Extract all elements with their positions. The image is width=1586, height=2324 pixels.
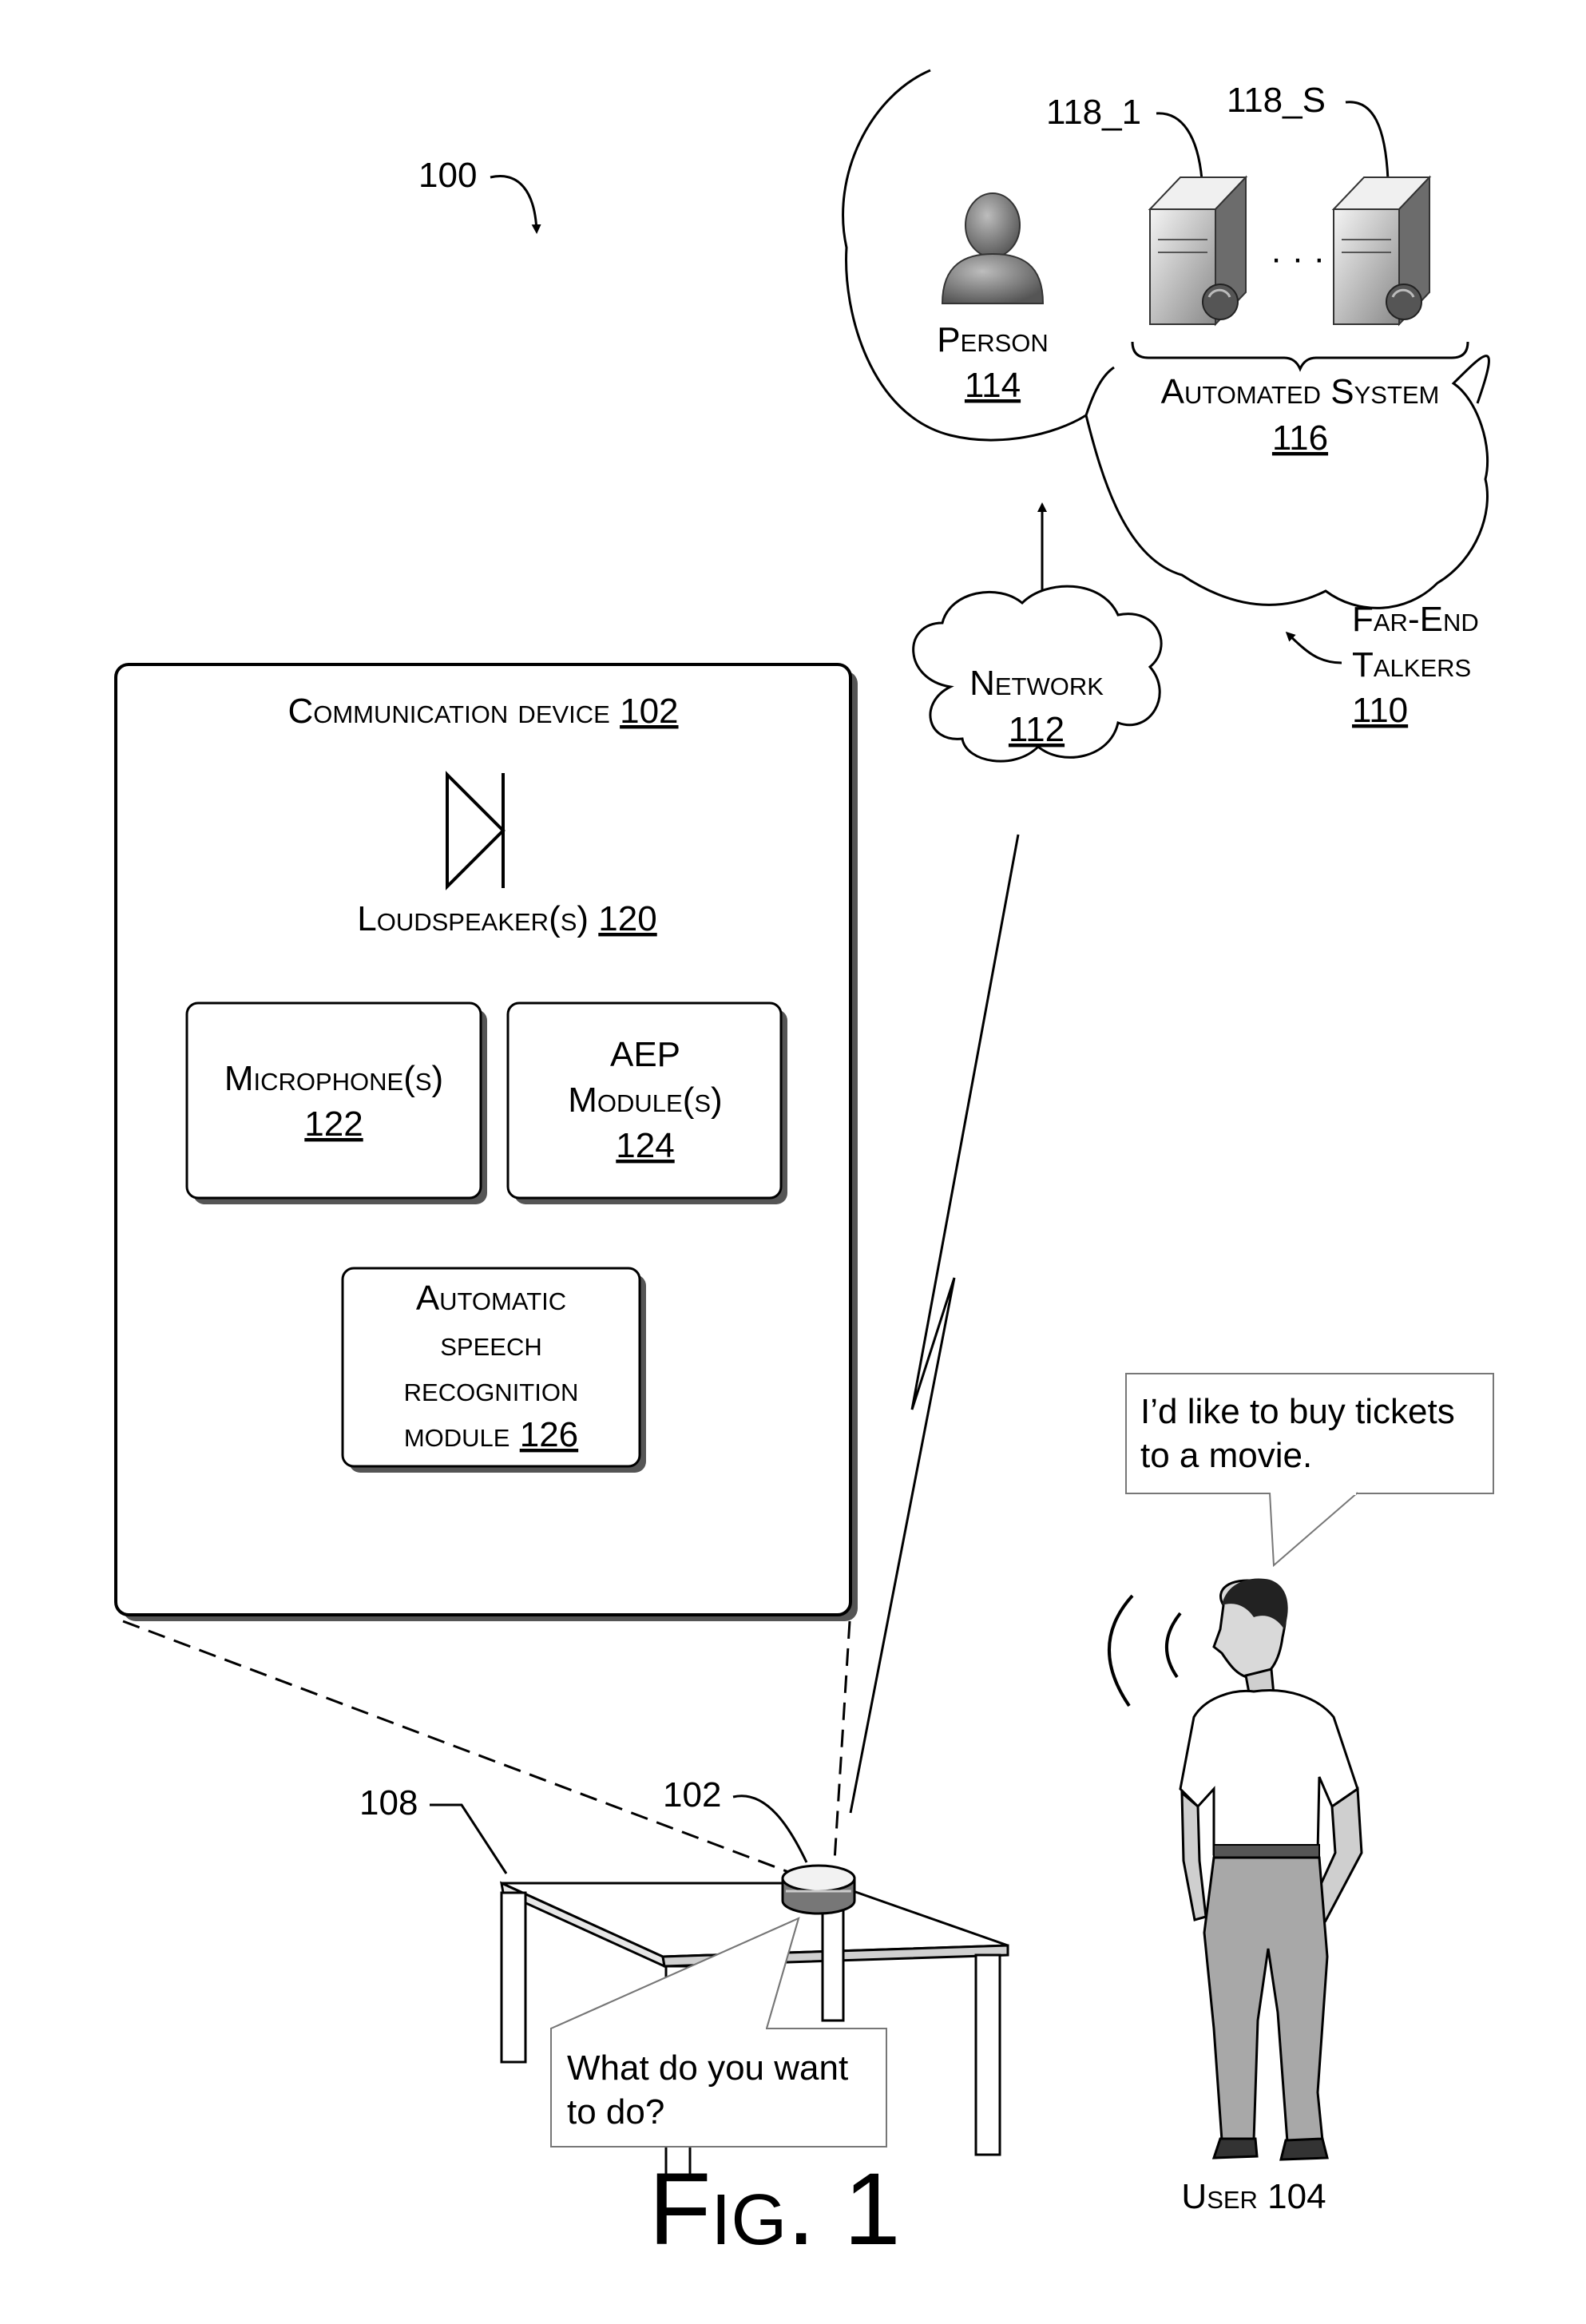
user-bubble-line1: I’d like to buy tickets xyxy=(1140,1392,1455,1431)
server-icon xyxy=(1334,177,1429,324)
device-ref: 102 xyxy=(663,1775,721,1814)
device-bubble-line1: What do you want xyxy=(567,2048,848,2088)
aep-ref: 124 xyxy=(616,1126,674,1165)
device-ref-leader xyxy=(733,1796,807,1862)
network-label: Network xyxy=(969,664,1104,703)
projection-line-right xyxy=(835,1621,850,1861)
figure-label: Fig. 1 xyxy=(648,2152,901,2266)
microphone-ref: 122 xyxy=(304,1104,363,1144)
table-ref: 108 xyxy=(359,1783,418,1822)
network-ref: 112 xyxy=(1009,710,1065,749)
aep-label-line2: Module(s) xyxy=(568,1081,722,1120)
user-figure-icon xyxy=(1180,1579,1362,2159)
talkers-label-line2: Talkers xyxy=(1352,645,1471,684)
asr-module-box: Automatic speech recognition module 126 xyxy=(343,1268,646,1473)
asr-label-line2: speech xyxy=(440,1324,541,1363)
talkers-leader xyxy=(1287,633,1342,663)
loudspeaker-label: Loudspeaker(s) 120 xyxy=(357,899,656,938)
server-ellipsis: · · · xyxy=(1271,239,1325,278)
ref-100: 100 xyxy=(418,156,537,232)
table-leg xyxy=(976,1955,1000,2155)
server-first-ref: 118_1 xyxy=(1046,93,1141,132)
server-first-leader xyxy=(1156,113,1202,180)
user-label: User 104 xyxy=(1181,2177,1326,2216)
far-end-cloud: Person 114 118_1 118_S · · · xyxy=(843,70,1489,608)
device-icon xyxy=(783,1866,854,1914)
person-label: Person xyxy=(937,320,1049,359)
asr-label-line1: Automatic xyxy=(416,1279,566,1318)
network-cloud: Network 112 xyxy=(914,586,1161,761)
sound-waves-icon xyxy=(1109,1596,1180,1706)
person-ref: 114 xyxy=(965,366,1021,405)
microphone-box: Microphone(s) 122 xyxy=(187,1003,487,1204)
table-ref-leader xyxy=(430,1805,506,1874)
talkers-label-line1: Far-End xyxy=(1352,600,1479,639)
aep-module-box: AEP Module(s) 124 xyxy=(508,1003,787,1204)
projection-line-left xyxy=(123,1621,791,1873)
server-icon xyxy=(1150,177,1246,324)
system-label: Automated System xyxy=(1161,372,1440,411)
talkers-ref: 110 xyxy=(1352,691,1408,730)
asr-label-line4: module 126 xyxy=(404,1415,578,1454)
table-leg xyxy=(823,1901,843,2021)
wireless-link xyxy=(850,835,1018,1813)
aep-label-line1: AEP xyxy=(610,1035,680,1074)
ref-100-leader xyxy=(490,176,537,232)
asr-label-line3: recognition xyxy=(404,1370,579,1409)
system-ref: 116 xyxy=(1272,418,1328,458)
far-end-talkers: Far-End Talkers 110 xyxy=(1287,600,1479,730)
ref-100-label: 100 xyxy=(418,156,477,195)
user-speech-bubble: I’d like to buy tickets to a movie. xyxy=(1126,1374,1493,1565)
communication-device-panel: Communication device 102 Loudspeaker(s) … xyxy=(116,664,858,1621)
device-title: Communication device 102 xyxy=(287,692,678,731)
server-last-leader xyxy=(1346,102,1388,180)
table-leg xyxy=(502,1893,525,2062)
device-bubble-line2: to do? xyxy=(567,2092,664,2132)
microphone-label: Microphone(s) xyxy=(224,1059,443,1098)
server-last-ref: 118_S xyxy=(1227,81,1326,120)
user-bubble-line2: to a movie. xyxy=(1140,1436,1312,1475)
